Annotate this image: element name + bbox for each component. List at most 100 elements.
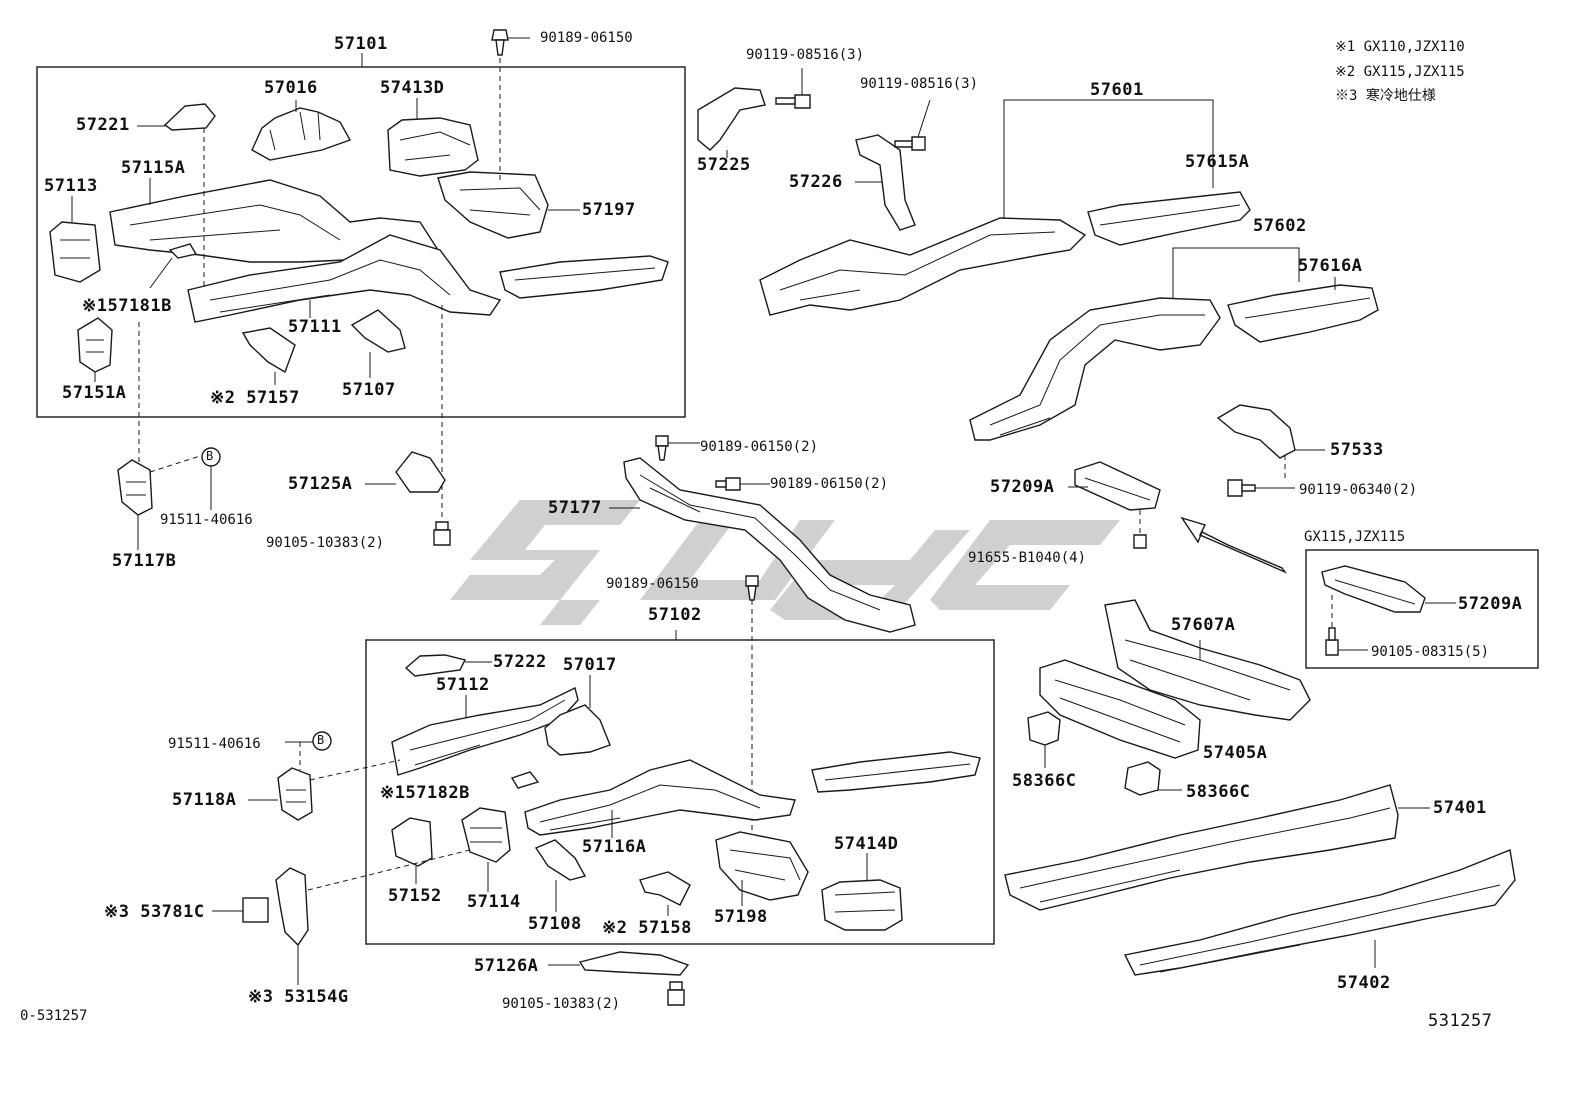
- label-57111: 57111: [288, 317, 342, 337]
- label-57401: 57401: [1433, 798, 1487, 818]
- label-57102: 57102: [648, 605, 702, 625]
- bolt-90189-b: [655, 435, 669, 461]
- part-rail-upper: [499, 255, 669, 299]
- part-57607A: [1104, 599, 1311, 721]
- part-53154G: [275, 867, 309, 947]
- bolt-90119-a: [775, 94, 811, 109]
- part-57016: [251, 107, 352, 161]
- label-57402: 57402: [1337, 973, 1391, 993]
- part-57615A: [1087, 191, 1251, 246]
- part-53781C: [242, 897, 269, 923]
- assembly-box-gx115: [1305, 549, 1539, 669]
- part-57226: [855, 134, 916, 231]
- label-57101: 57101: [334, 34, 388, 54]
- label-57413D: 57413D: [380, 78, 445, 98]
- label-57116A: 57116A: [582, 837, 647, 857]
- label-57157: ※2 57157: [210, 388, 300, 408]
- label-57405A: 57405A: [1203, 743, 1268, 763]
- part-57209A-gx115: [1321, 565, 1426, 613]
- circle-b-lower: [312, 731, 332, 751]
- bolt-90189-d: [745, 575, 759, 601]
- label-57209A: 57209A: [990, 477, 1055, 497]
- label-57533: 57533: [1330, 440, 1384, 460]
- label-90189-06150-b: 90189-06150(2): [700, 439, 819, 455]
- label-90119-08516-a: 90119-08516(3): [746, 47, 865, 63]
- label-57177: 57177: [548, 498, 602, 518]
- part-57111: [187, 234, 502, 323]
- part-57221: [163, 103, 216, 131]
- label-57414D: 57414D: [834, 834, 899, 854]
- ref-code-left: 0-531257: [20, 1008, 88, 1024]
- part-57533: [1216, 404, 1296, 459]
- part-57125A: [395, 451, 446, 493]
- part-57197: [437, 171, 549, 239]
- label-57158: ※2 57158: [602, 918, 692, 938]
- label-53154G: ※3 53154G: [248, 987, 349, 1007]
- label-90119-06340: 90119-06340(2): [1299, 482, 1418, 498]
- label-90189-06150-c: 90189-06150(2): [770, 476, 889, 492]
- ref-code-right: 531257: [1428, 1011, 1493, 1031]
- part-57108: [534, 839, 587, 881]
- label-57209A-gx115: 57209A: [1458, 594, 1523, 614]
- label-90119-08516-b: 90119-08516(3): [860, 76, 979, 92]
- part-57181B: [168, 243, 198, 259]
- label-90105-10383-c: 90105-10383(2): [502, 996, 621, 1012]
- label-57602: 57602: [1253, 216, 1307, 236]
- label-57182B: ※157182B: [380, 783, 470, 803]
- label-57107: 57107: [342, 380, 396, 400]
- part-57413D: [387, 117, 479, 177]
- part-57209A: [1074, 461, 1161, 511]
- label-91655-b1040: 91655-B1040(4): [968, 550, 1087, 566]
- label-90189-06150-top: 90189-06150: [540, 30, 633, 46]
- part-57017: [544, 704, 611, 756]
- label-57114: 57114: [467, 892, 521, 912]
- label-58366C-a: 58366C: [1012, 771, 1077, 791]
- label-57616A: 57616A: [1298, 256, 1363, 276]
- label-57607A: 57607A: [1171, 615, 1236, 635]
- label-57016: 57016: [264, 78, 318, 98]
- part-57616A: [1227, 284, 1379, 343]
- label-57221: 57221: [76, 115, 130, 135]
- label-91511-40616-a: 91511-40616: [160, 512, 253, 528]
- bolt-90105-a: [433, 521, 451, 546]
- label-57615A: 57615A: [1185, 152, 1250, 172]
- assembly-box-57102: [365, 639, 995, 945]
- part-57152: [391, 817, 433, 867]
- label-57181B: ※157181B: [82, 296, 172, 316]
- part-57225: [697, 87, 766, 151]
- label-53781C: ※3 53781C: [104, 902, 205, 922]
- label-57115A: 57115A: [121, 158, 186, 178]
- part-57126A: [578, 951, 690, 976]
- label-57197: 57197: [582, 200, 636, 220]
- part-57117B: [117, 459, 153, 516]
- label-91511-40616-b: 91511-40616: [168, 736, 261, 752]
- part-57114: [461, 807, 511, 863]
- bolt-90189-c: [715, 477, 741, 491]
- part-57151A: [77, 317, 113, 373]
- bolt-90189-top: [491, 29, 509, 56]
- label-57113: 57113: [44, 176, 98, 196]
- part-57113: [49, 221, 101, 283]
- label-57226: 57226: [789, 172, 843, 192]
- label-57198: 57198: [714, 907, 768, 927]
- part-57116A: [524, 759, 796, 836]
- circle-b-lower-letter: B: [317, 733, 325, 747]
- part-57198: [715, 831, 809, 901]
- part-57602: [969, 297, 1221, 441]
- bolt-90105-08315: [1325, 627, 1339, 656]
- label-57222: 57222: [493, 652, 547, 672]
- bolt-90119-06340: [1227, 479, 1256, 497]
- label-57017: 57017: [563, 655, 617, 675]
- circle-b-upper-letter: B: [206, 449, 214, 463]
- label-57125A: 57125A: [288, 474, 353, 494]
- note-1: ※1 GX110,JZX110: [1335, 39, 1465, 55]
- label-57152: 57152: [388, 886, 442, 906]
- bolt-90105-c: [667, 981, 685, 1006]
- part-57182B: [510, 771, 540, 789]
- bolt-91655: [1133, 534, 1147, 549]
- part-57107: [350, 309, 406, 353]
- label-57118A: 57118A: [172, 790, 237, 810]
- label-90105-08315: 90105-08315(5): [1371, 644, 1490, 660]
